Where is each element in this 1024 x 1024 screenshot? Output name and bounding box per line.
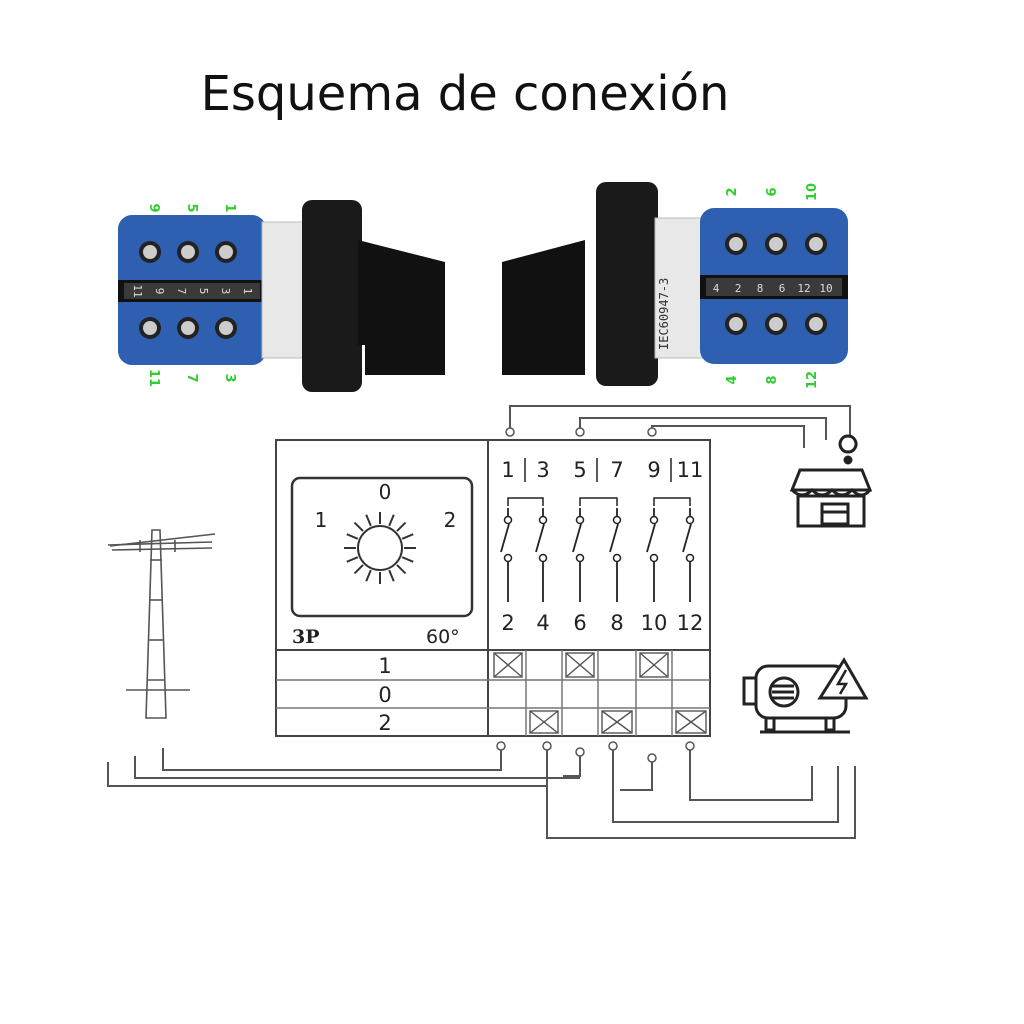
right-top-terminal-10: 10 — [805, 183, 820, 201]
right-top-terminal-6: 6 — [765, 187, 780, 196]
contact-bottom-12: 12 — [677, 611, 704, 635]
table-cross — [493, 652, 523, 678]
dial-position-2: 2 — [444, 508, 457, 532]
contact-bottom-8: 8 — [610, 611, 623, 635]
poles-label: 3P — [292, 626, 320, 648]
contact-top-3: 3 — [536, 458, 549, 482]
right-bottom-terminal-4: 4 — [725, 375, 740, 384]
utility-pole-icon — [107, 529, 216, 719]
dial-icon — [344, 512, 416, 584]
left-screws — [139, 241, 237, 339]
contact-top-11: 11 — [677, 458, 704, 482]
table-cross — [639, 652, 669, 678]
left-top-terminal-5: 5 — [184, 203, 199, 212]
left-strip-label: 3 — [219, 288, 232, 295]
table-cross — [675, 710, 707, 734]
contact-bottom-6: 6 — [573, 611, 586, 635]
left-top-terminal-1: 1 — [222, 203, 237, 212]
right-switch: 4 2 8 6 12 10 IEC60947-3 — [502, 182, 848, 386]
store-icon — [789, 434, 873, 528]
contact-bottom-2: 2 — [501, 611, 514, 635]
table-cross — [565, 652, 595, 678]
right-bottom-terminal-12: 12 — [805, 371, 820, 389]
right-strip-label: 6 — [779, 282, 786, 295]
left-switch: 11 9 7 5 3 1 — [118, 200, 445, 392]
left-strip-label: 1 — [241, 288, 254, 295]
left-bottom-terminal-7: 7 — [184, 373, 199, 382]
wiring — [107, 405, 856, 839]
table-position-2: 2 — [378, 711, 391, 735]
dial-position-1: 1 — [315, 508, 328, 532]
right-strip-label: 2 — [735, 282, 742, 295]
left-strip-labels: 11 9 7 5 3 1 — [131, 284, 254, 297]
contact-top-9: 9 — [647, 458, 660, 482]
right-model-label: IEC60947-3 — [657, 278, 671, 350]
contact-top-5: 5 — [573, 458, 586, 482]
left-strip-label: 11 — [131, 284, 144, 297]
contact-bottom-4: 4 — [536, 611, 549, 635]
contact-top-7: 7 — [610, 458, 623, 482]
angle-label: 60° — [426, 626, 460, 648]
table-cross — [601, 710, 633, 734]
contact-bottom-10: 10 — [641, 611, 668, 635]
diagram-title: Esquema de conexión — [200, 66, 730, 122]
left-strip-label: 9 — [153, 288, 166, 295]
left-bottom-terminal-11: 11 — [146, 369, 161, 387]
left-bottom-terminal-3: 3 — [222, 373, 237, 382]
table-position-1: 1 — [378, 654, 391, 678]
table-cross — [529, 710, 559, 734]
right-top-terminal-2: 2 — [725, 187, 740, 196]
contact-top-1: 1 — [501, 458, 514, 482]
right-strip-label: 4 — [713, 282, 720, 295]
right-strip-labels: 4 2 8 6 12 10 — [713, 282, 833, 295]
left-strip-label: 7 — [175, 288, 188, 295]
table-position-0: 0 — [378, 683, 391, 707]
left-strip-label: 5 — [197, 288, 210, 295]
dial-position-0: 0 — [379, 480, 392, 504]
position-table: 1 0 2 — [378, 650, 707, 736]
right-bottom-terminal-8: 8 — [765, 375, 780, 384]
wire-terminals — [496, 427, 695, 763]
right-strip-label: 8 — [757, 282, 764, 295]
right-screws — [725, 233, 827, 335]
right-strip-label: 10 — [819, 282, 832, 295]
left-top-terminal-9: 9 — [146, 203, 161, 212]
generator-icon — [742, 657, 869, 734]
right-strip-label: 12 — [797, 282, 810, 295]
